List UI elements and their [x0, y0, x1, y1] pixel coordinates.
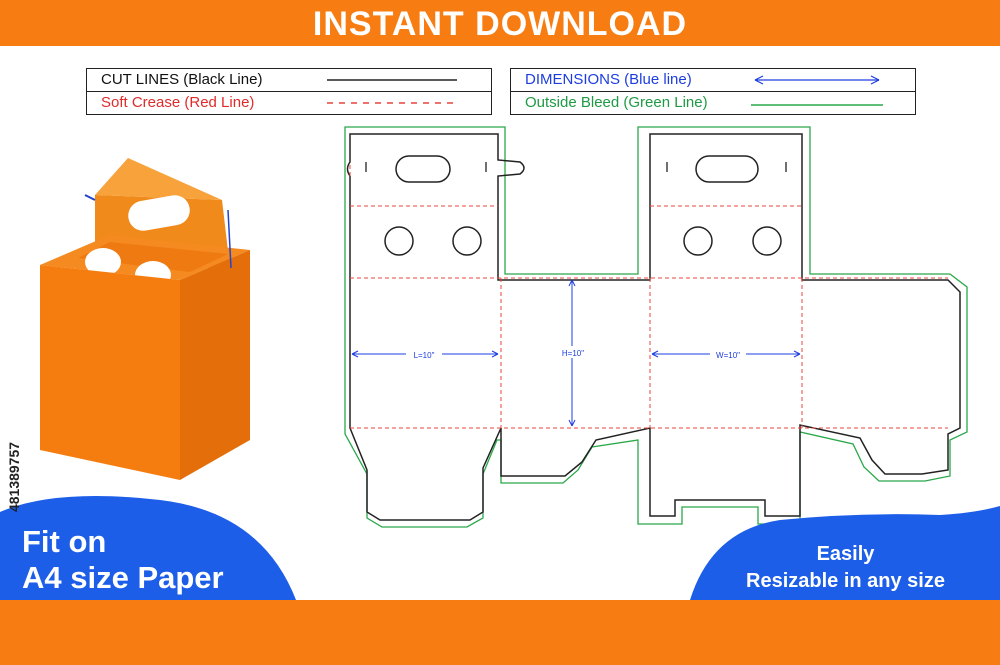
bottle-hole-r2: [752, 226, 782, 256]
banner-title: INSTANT DOWNLOAD: [312, 5, 688, 43]
box-side-face: [180, 250, 250, 480]
bottle-hole-l1: [384, 226, 414, 256]
bottom-orange-bar: [0, 600, 1000, 665]
easy-line-1: Easily: [816, 543, 875, 565]
legend-left: CUT LINES (Black Line) Soft Crease (Red …: [86, 68, 492, 115]
length-dimension-label: L=10": [414, 351, 435, 360]
legend-cut-label: CUT LINES (Black Line): [101, 71, 263, 88]
width-dimension-label: W=10": [716, 351, 740, 360]
blue-arrow-line-sample: [754, 75, 880, 85]
fit-line-1: Fit on: [22, 524, 107, 559]
stock-id-vertical: 481389757: [2, 432, 26, 522]
handle-slot-right: [695, 155, 759, 183]
stock-id-text: 481389757: [6, 441, 22, 513]
legend-crease-label: Soft Crease (Red Line): [101, 94, 255, 111]
handle-cutout: [128, 195, 190, 231]
crease-lines: [349, 162, 948, 429]
dieline-template: L=10" H=10" W=10": [344, 126, 968, 528]
legend-dimensions-label: DIMENSIONS (Blue line): [525, 71, 692, 88]
green-line-sample: [751, 104, 883, 106]
red-dashed-line-sample: [327, 102, 457, 104]
box-3d-illustration: [40, 158, 250, 480]
black-line-sample: [327, 79, 457, 81]
legend-cut-lines: CUT LINES (Black Line): [87, 69, 491, 92]
legend-dimensions: DIMENSIONS (Blue line): [511, 69, 915, 92]
legend-right: DIMENSIONS (Blue line) Outside Bleed (Gr…: [510, 68, 916, 115]
bottle-hole-l2: [452, 226, 482, 256]
bottle-hole-1: [85, 248, 121, 276]
box-top-inner: [78, 242, 228, 272]
legend-bleed-label: Outside Bleed (Green Line): [525, 94, 708, 111]
bottle-hole-r1: [683, 226, 713, 256]
box-front-face: [40, 265, 180, 480]
instant-download-banner: INSTANT DOWNLOAD: [0, 0, 1000, 46]
fit-line-2: A4 size Paper: [22, 560, 224, 595]
handle-panel-top: [95, 158, 222, 200]
legend-soft-crease: Soft Crease (Red Line): [87, 92, 491, 114]
height-dimension-label: H=10": [562, 349, 584, 358]
handle-slot-left: [395, 155, 451, 183]
resizable-text: Easily Resizable in any size: [718, 541, 973, 595]
legend-outside-bleed: Outside Bleed (Green Line): [511, 92, 915, 114]
fit-on-a4-text: Fit on A4 size Paper: [22, 524, 224, 596]
easy-line-2: Resizable in any size: [746, 570, 945, 592]
